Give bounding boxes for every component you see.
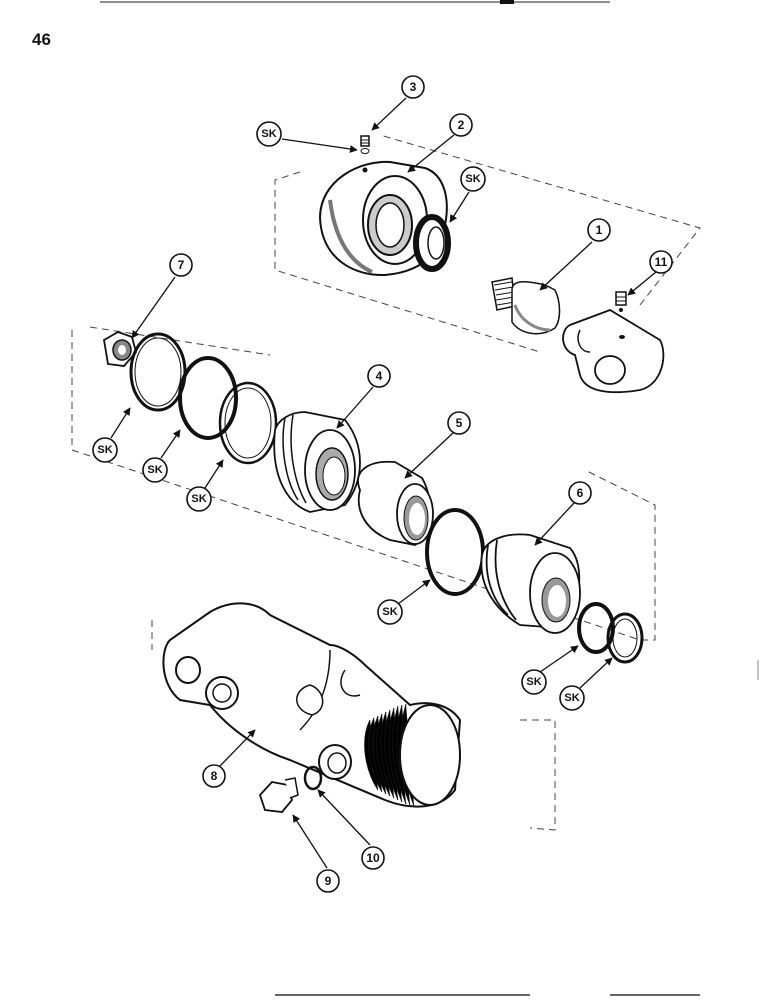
fitting-part <box>258 777 299 813</box>
rod-eye-part <box>562 309 665 394</box>
lower-group-outline <box>151 620 556 831</box>
o-ring-4 <box>425 508 485 596</box>
o-ring-2 <box>178 356 238 440</box>
callout-2: 2 <box>458 118 465 132</box>
callout-sk-rod-seal: SK <box>465 173 480 185</box>
piston-part <box>273 411 361 513</box>
upper-group-outline <box>274 134 701 353</box>
callout-8: 8 <box>211 769 218 783</box>
spacer-part <box>357 460 434 546</box>
plug-part <box>360 135 370 154</box>
callout-7: 7 <box>178 258 185 272</box>
callout-sk-o-ring-5: SK <box>526 676 541 688</box>
page-number: 46 <box>32 30 51 49</box>
callout-sk-o-ring-2: SK <box>147 464 162 476</box>
callout-6: 6 <box>577 486 584 500</box>
rod-seal-part <box>413 214 451 272</box>
callout-sk-o-ring-4: SK <box>382 606 397 618</box>
callout-sk-o-ring-6: SK <box>564 692 579 704</box>
callout-sk-o-ring-3: SK <box>191 493 206 505</box>
callout-sk-o-ring-1: SK <box>97 444 112 456</box>
o-ring-1 <box>129 332 187 412</box>
callout-sk-plug-seal: SK <box>261 128 276 140</box>
o-ring-5 <box>577 602 615 654</box>
piston-nut-part <box>103 331 137 367</box>
grease-fitting-part <box>615 291 627 339</box>
callout-1: 1 <box>596 223 603 237</box>
o-ring-6 <box>606 612 644 664</box>
callout-4: 4 <box>376 369 383 383</box>
callout-11: 11 <box>655 255 668 269</box>
callout-3: 3 <box>410 80 417 94</box>
o-ring-small <box>303 765 323 791</box>
cylinder-barrel-part <box>162 602 462 808</box>
piston-rod-part <box>491 277 561 335</box>
callout-5: 5 <box>456 416 463 430</box>
callout-10: 10 <box>366 851 380 865</box>
o-ring-3 <box>218 381 278 465</box>
middle-group-outline <box>71 326 656 641</box>
gland-part <box>480 533 581 634</box>
callout-9: 9 <box>325 874 332 888</box>
